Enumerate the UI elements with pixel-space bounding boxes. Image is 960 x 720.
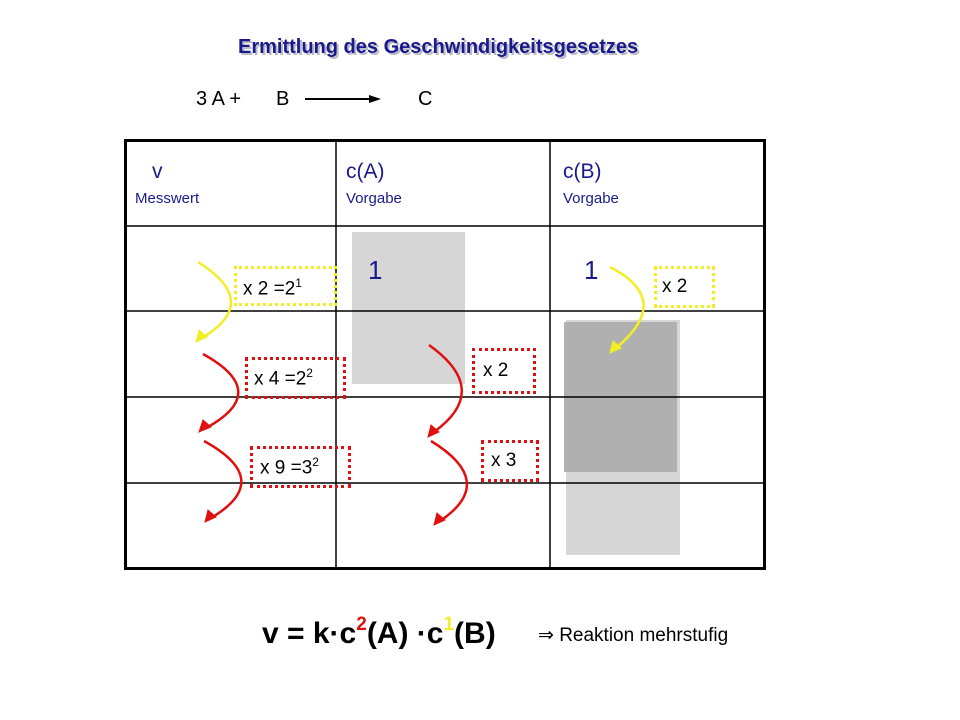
cb-start-value: 1	[584, 255, 599, 285]
header-v-sub: Messwert	[135, 190, 200, 207]
rate-law-middle: (A) ·c	[366, 617, 444, 650]
reaction-arrow-icon	[305, 95, 381, 103]
ratio-b1: x 2	[662, 276, 688, 297]
conclusion: ⇒ Reaktion mehrstufig	[538, 624, 728, 647]
page-title: Ermittlung des Geschwindigkeitsgesetzes	[238, 36, 639, 58]
rate-law-exponent-b: 1	[443, 614, 455, 635]
ca-start-value: 1	[368, 255, 383, 285]
ratio-v3: x 9 =32	[260, 455, 319, 479]
conclusion-text: Reaktion mehrstufig	[559, 625, 729, 646]
header-cb: c(B)	[563, 160, 602, 183]
implies-arrow-icon: ⇒	[538, 625, 554, 646]
reaction-reactant-b: B	[276, 88, 290, 110]
ca-column-arrows	[427, 343, 468, 526]
rate-law-equation: v = k·c2(A) ·c1(B)	[262, 614, 496, 651]
rate-law-prefix: v = k·c	[262, 617, 357, 650]
ratio-box-v3	[250, 446, 351, 488]
ratio-box-v1	[234, 266, 337, 306]
ratio-v2: x 4 =22	[254, 366, 313, 390]
ratio-a1: x 2	[483, 360, 509, 381]
reaction-product: C	[418, 88, 433, 110]
ratio-box-a1	[472, 348, 536, 394]
ratio-a2: x 3	[491, 450, 517, 471]
ratio-box-a2	[481, 440, 539, 482]
cb-column-arrow	[609, 265, 645, 354]
ratio-box-b1	[654, 266, 715, 308]
header-cb-sub: Vorgabe	[563, 190, 619, 207]
reaction-reactant-a: 3 A +	[196, 88, 242, 110]
rate-law-exponent-a: 2	[356, 614, 367, 635]
header-ca-sub: Vorgabe	[346, 190, 402, 207]
v-column-arrows	[195, 260, 243, 523]
table-grid	[124, 139, 766, 570]
ratio-v1: x 2 =21	[243, 276, 302, 300]
header-v: v	[152, 160, 163, 183]
rate-law-suffix: (B)	[454, 617, 496, 650]
ratio-box-v2	[245, 357, 346, 399]
header-ca: c(A)	[346, 160, 385, 183]
